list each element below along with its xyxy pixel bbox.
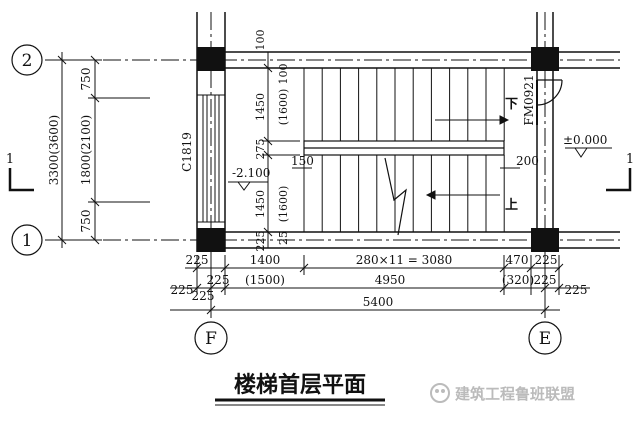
dim-flight-bottom-alt: (1600) bbox=[277, 186, 290, 223]
dim-gap-150: 150 bbox=[291, 154, 314, 168]
dim-r1-1400: 1400 bbox=[250, 253, 281, 267]
up-label: 上 bbox=[505, 198, 518, 213]
axis-bubble-f bbox=[194, 321, 228, 355]
dim-landing: 275 bbox=[254, 139, 267, 160]
watermark-logo-icon bbox=[430, 383, 450, 403]
level-markers bbox=[228, 147, 612, 191]
inner-dimension-lines bbox=[262, 52, 520, 248]
bottom-dimension-lines bbox=[170, 255, 590, 315]
left-dimension-lines bbox=[55, 52, 150, 248]
dim-r2-225b: 225 bbox=[534, 273, 557, 287]
door-fm0921 bbox=[536, 79, 563, 125]
dim-bottom-left: 750 bbox=[79, 210, 93, 233]
dim-r1-470: 470 bbox=[506, 253, 529, 267]
break-line bbox=[384, 157, 407, 236]
drawing-title: 楼梯首层平面 bbox=[234, 372, 366, 398]
bottom-dim-row1: 225 1400 280×11 = 3080 470 225 bbox=[186, 253, 558, 267]
dim-r3-225c: 225 bbox=[565, 283, 588, 297]
dim-r3-225a: 225 bbox=[171, 283, 194, 297]
dim-total-bottom: 5400 bbox=[363, 295, 394, 309]
dim-total-left: 3300(3600) bbox=[47, 115, 61, 185]
level-pit-label: -2.100 bbox=[232, 166, 270, 180]
watermark: 建筑工程鲁班联盟 bbox=[430, 383, 575, 403]
dim-r1-225: 225 bbox=[186, 253, 209, 267]
dim-r3-225b: 225 bbox=[192, 289, 215, 303]
stair-treads bbox=[303, 68, 505, 232]
column-f1 bbox=[197, 228, 225, 252]
direction-arrows bbox=[425, 115, 510, 200]
section-mark-right: 1 bbox=[626, 152, 634, 167]
down-label: 下 bbox=[505, 97, 518, 112]
dim-r1-3080: 280×11 = 3080 bbox=[356, 253, 452, 267]
level-ground-label: ±0.000 bbox=[563, 133, 607, 147]
dim-r2-1500: (1500) bbox=[245, 273, 285, 287]
axis-label-2: 2 bbox=[22, 51, 33, 71]
dim-bottom-225: 225 bbox=[254, 231, 267, 252]
axis-label-e: E bbox=[539, 329, 551, 349]
bottom-dim-row3: 225 225 225 bbox=[171, 283, 588, 303]
bottom-dim-row2: 225 (1500) 4950 (320) 225 bbox=[207, 273, 557, 287]
axis-bubble-2 bbox=[11, 44, 43, 76]
dim-r1-225b: 225 bbox=[535, 253, 558, 267]
axis-bubble-e bbox=[528, 321, 562, 355]
axis-label-1: 1 bbox=[22, 231, 33, 251]
axis-bubbles bbox=[11, 44, 562, 355]
columns bbox=[197, 47, 559, 252]
dim-top-100: 100 bbox=[254, 30, 267, 51]
dim-middle-left: 1800(2100) bbox=[79, 115, 93, 185]
dim-r2-4950: 4950 bbox=[375, 273, 406, 287]
watermark-text: 建筑工程鲁班联盟 bbox=[455, 385, 575, 403]
section-marks bbox=[8, 168, 632, 192]
handrail bbox=[303, 140, 505, 156]
dim-bottom-25: 25 bbox=[277, 231, 290, 245]
section-mark-left: 1 bbox=[6, 152, 14, 167]
dim-flight-top-alt: (1600) bbox=[277, 89, 290, 126]
dim-gap-200: 200 bbox=[516, 154, 539, 168]
dim-top-left: 750 bbox=[79, 68, 93, 91]
column-f2 bbox=[197, 47, 225, 71]
dim-upper-100: 100 bbox=[277, 64, 290, 85]
door-label: FM0921 bbox=[522, 74, 536, 125]
dim-flight-bottom: 1450 bbox=[254, 190, 267, 218]
column-e2 bbox=[531, 47, 559, 71]
axis-label-f: F bbox=[205, 329, 217, 349]
dim-r2-225: 225 bbox=[207, 273, 230, 287]
dim-flight-top: 1450 bbox=[254, 93, 267, 121]
dim-r2-320: (320) bbox=[502, 273, 534, 287]
axis-bubble-1 bbox=[11, 224, 43, 256]
column-e1 bbox=[531, 228, 559, 252]
window-label: C1819 bbox=[180, 132, 194, 172]
